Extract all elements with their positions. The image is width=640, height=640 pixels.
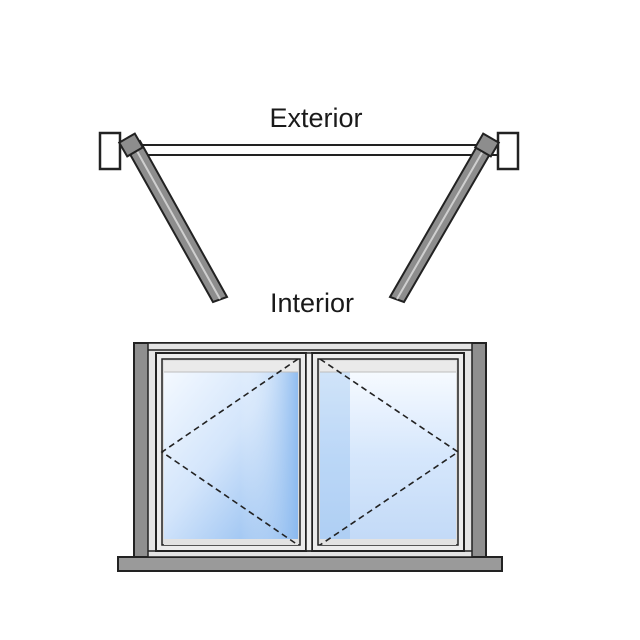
elevation-view [117,342,503,572]
center-mullion [305,352,313,552]
left-sash [155,352,307,552]
plan-view: Exterior Interior [98,103,520,318]
left-swing-indicator [160,358,299,546]
left-open-sash [117,132,229,304]
closed-sash-line [127,144,499,156]
interior-label: Interior [270,288,354,318]
right-sash [311,352,465,552]
right-swing-indicator [319,358,460,546]
window-sill [117,556,503,572]
exterior-label: Exterior [269,103,362,133]
right-glass [320,372,456,539]
right-open-sash [388,132,501,304]
left-jamb-block [98,131,122,171]
right-jamb-block [496,131,520,171]
